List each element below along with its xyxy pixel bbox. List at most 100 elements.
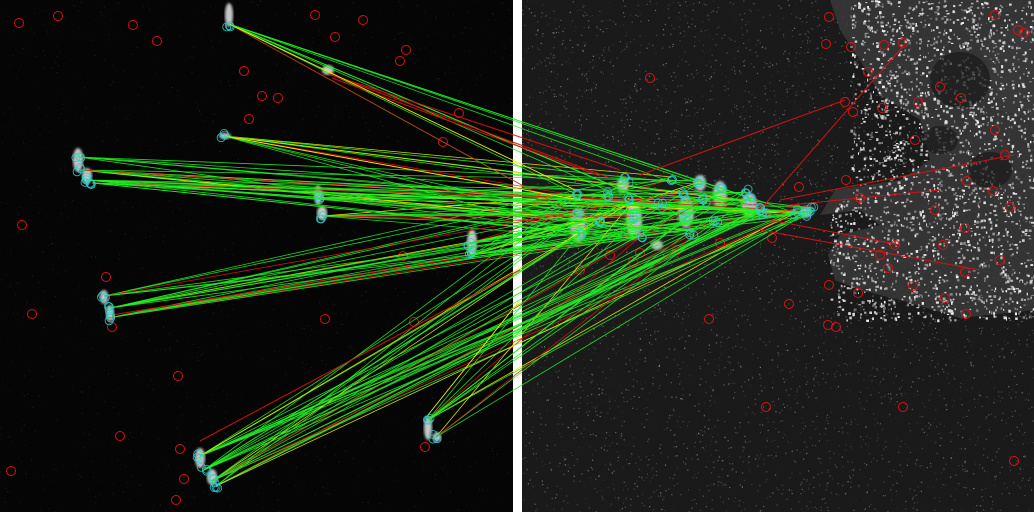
sea-speckle (722, 167, 724, 169)
sea-speckle (481, 265, 483, 267)
sea-speckle (448, 138, 450, 140)
sea-speckle (93, 476, 94, 478)
sea-speckle (448, 329, 450, 331)
sea-speckle (362, 379, 364, 381)
sea-speckle (757, 465, 759, 467)
sea-speckle (43, 10, 45, 12)
sea-speckle (751, 411, 753, 414)
sea-speckle (530, 273, 532, 275)
sea-speckle (418, 403, 420, 405)
sea-speckle (880, 335, 882, 337)
sea-speckle (658, 335, 660, 337)
sea-speckle (267, 385, 269, 387)
sea-speckle (567, 464, 569, 466)
sea-speckle (555, 28, 557, 30)
sea-speckle (1022, 392, 1024, 394)
sea-speckle (382, 79, 384, 81)
sea-speckle (688, 308, 690, 310)
sea-speckle (903, 141, 905, 143)
sea-speckle (740, 222, 742, 224)
sea-speckle (858, 379, 860, 382)
sea-speckle (468, 129, 469, 131)
sea-speckle (676, 278, 678, 280)
sea-speckle (319, 302, 320, 303)
sea-speckle (372, 142, 374, 144)
sea-speckle (656, 315, 658, 317)
sea-speckle (814, 428, 816, 430)
sea-speckle (590, 382, 592, 384)
sea-speckle (548, 23, 550, 25)
sea-speckle (752, 162, 754, 164)
sea-speckle (742, 339, 744, 341)
sea-speckle (480, 124, 481, 126)
sea-speckle (108, 9, 110, 11)
sea-speckle (743, 61, 745, 63)
sea-speckle (183, 484, 185, 485)
sea-speckle (1011, 411, 1013, 413)
sea-speckle (732, 382, 734, 384)
sea-speckle (526, 156, 528, 158)
sea-speckle (569, 378, 571, 380)
sea-speckle (842, 118, 844, 120)
sea-speckle (61, 373, 63, 375)
sea-speckle (365, 300, 367, 302)
sea-speckle (1021, 479, 1023, 481)
sea-speckle (31, 407, 33, 408)
sea-speckle (622, 502, 624, 504)
sea-speckle (480, 148, 482, 150)
sea-speckle (387, 322, 389, 324)
sea-speckle (641, 502, 643, 504)
sea-speckle (143, 109, 145, 111)
sea-speckle (592, 67, 594, 69)
sea-speckle (601, 248, 603, 250)
sea-speckle (585, 328, 587, 330)
sea-speckle (1021, 423, 1023, 425)
sea-speckle (632, 385, 634, 387)
sea-speckle (479, 488, 481, 490)
sea-speckle (614, 218, 617, 220)
sea-speckle (38, 297, 40, 299)
sea-speckle (289, 1, 291, 3)
sea-speckle (169, 347, 171, 349)
sea-speckle (745, 24, 747, 26)
sea-speckle (698, 40, 700, 42)
sea-speckle (824, 29, 826, 31)
sea-speckle (68, 151, 69, 152)
sea-speckle (1008, 327, 1010, 329)
sea-speckle (831, 350, 833, 352)
sea-speckle (729, 2, 731, 4)
sea-speckle (501, 2, 503, 4)
sea-speckle (733, 397, 735, 399)
sea-speckle (48, 507, 50, 509)
sea-speckle (795, 91, 797, 93)
sea-speckle (643, 505, 645, 507)
sea-speckle (611, 73, 613, 75)
sea-speckle (337, 440, 339, 442)
sea-speckle (810, 136, 813, 138)
sea-speckle (436, 249, 438, 251)
sea-speckle (604, 331, 606, 334)
sea-speckle (624, 48, 626, 50)
sea-speckle (358, 363, 360, 365)
sea-speckle (7, 286, 9, 288)
sea-speckle (201, 333, 203, 335)
sea-speckle (268, 264, 270, 266)
sea-speckle (582, 49, 584, 52)
sea-speckle (607, 91, 610, 93)
sea-speckle (758, 177, 760, 179)
sea-speckle (63, 166, 65, 168)
sea-speckle (736, 19, 738, 21)
sea-speckle (671, 300, 673, 302)
sea-speckle (821, 299, 823, 301)
sea-speckle (1016, 460, 1018, 462)
sea-speckle (868, 326, 870, 328)
sea-speckle (834, 21, 836, 23)
sea-speckle (854, 363, 856, 365)
sea-speckle (728, 455, 730, 457)
sea-speckle (39, 134, 41, 136)
sea-speckle (707, 14, 709, 16)
sea-speckle (925, 425, 927, 427)
sea-speckle (787, 58, 789, 60)
sea-speckle (738, 505, 740, 507)
sea-speckle (338, 234, 340, 236)
